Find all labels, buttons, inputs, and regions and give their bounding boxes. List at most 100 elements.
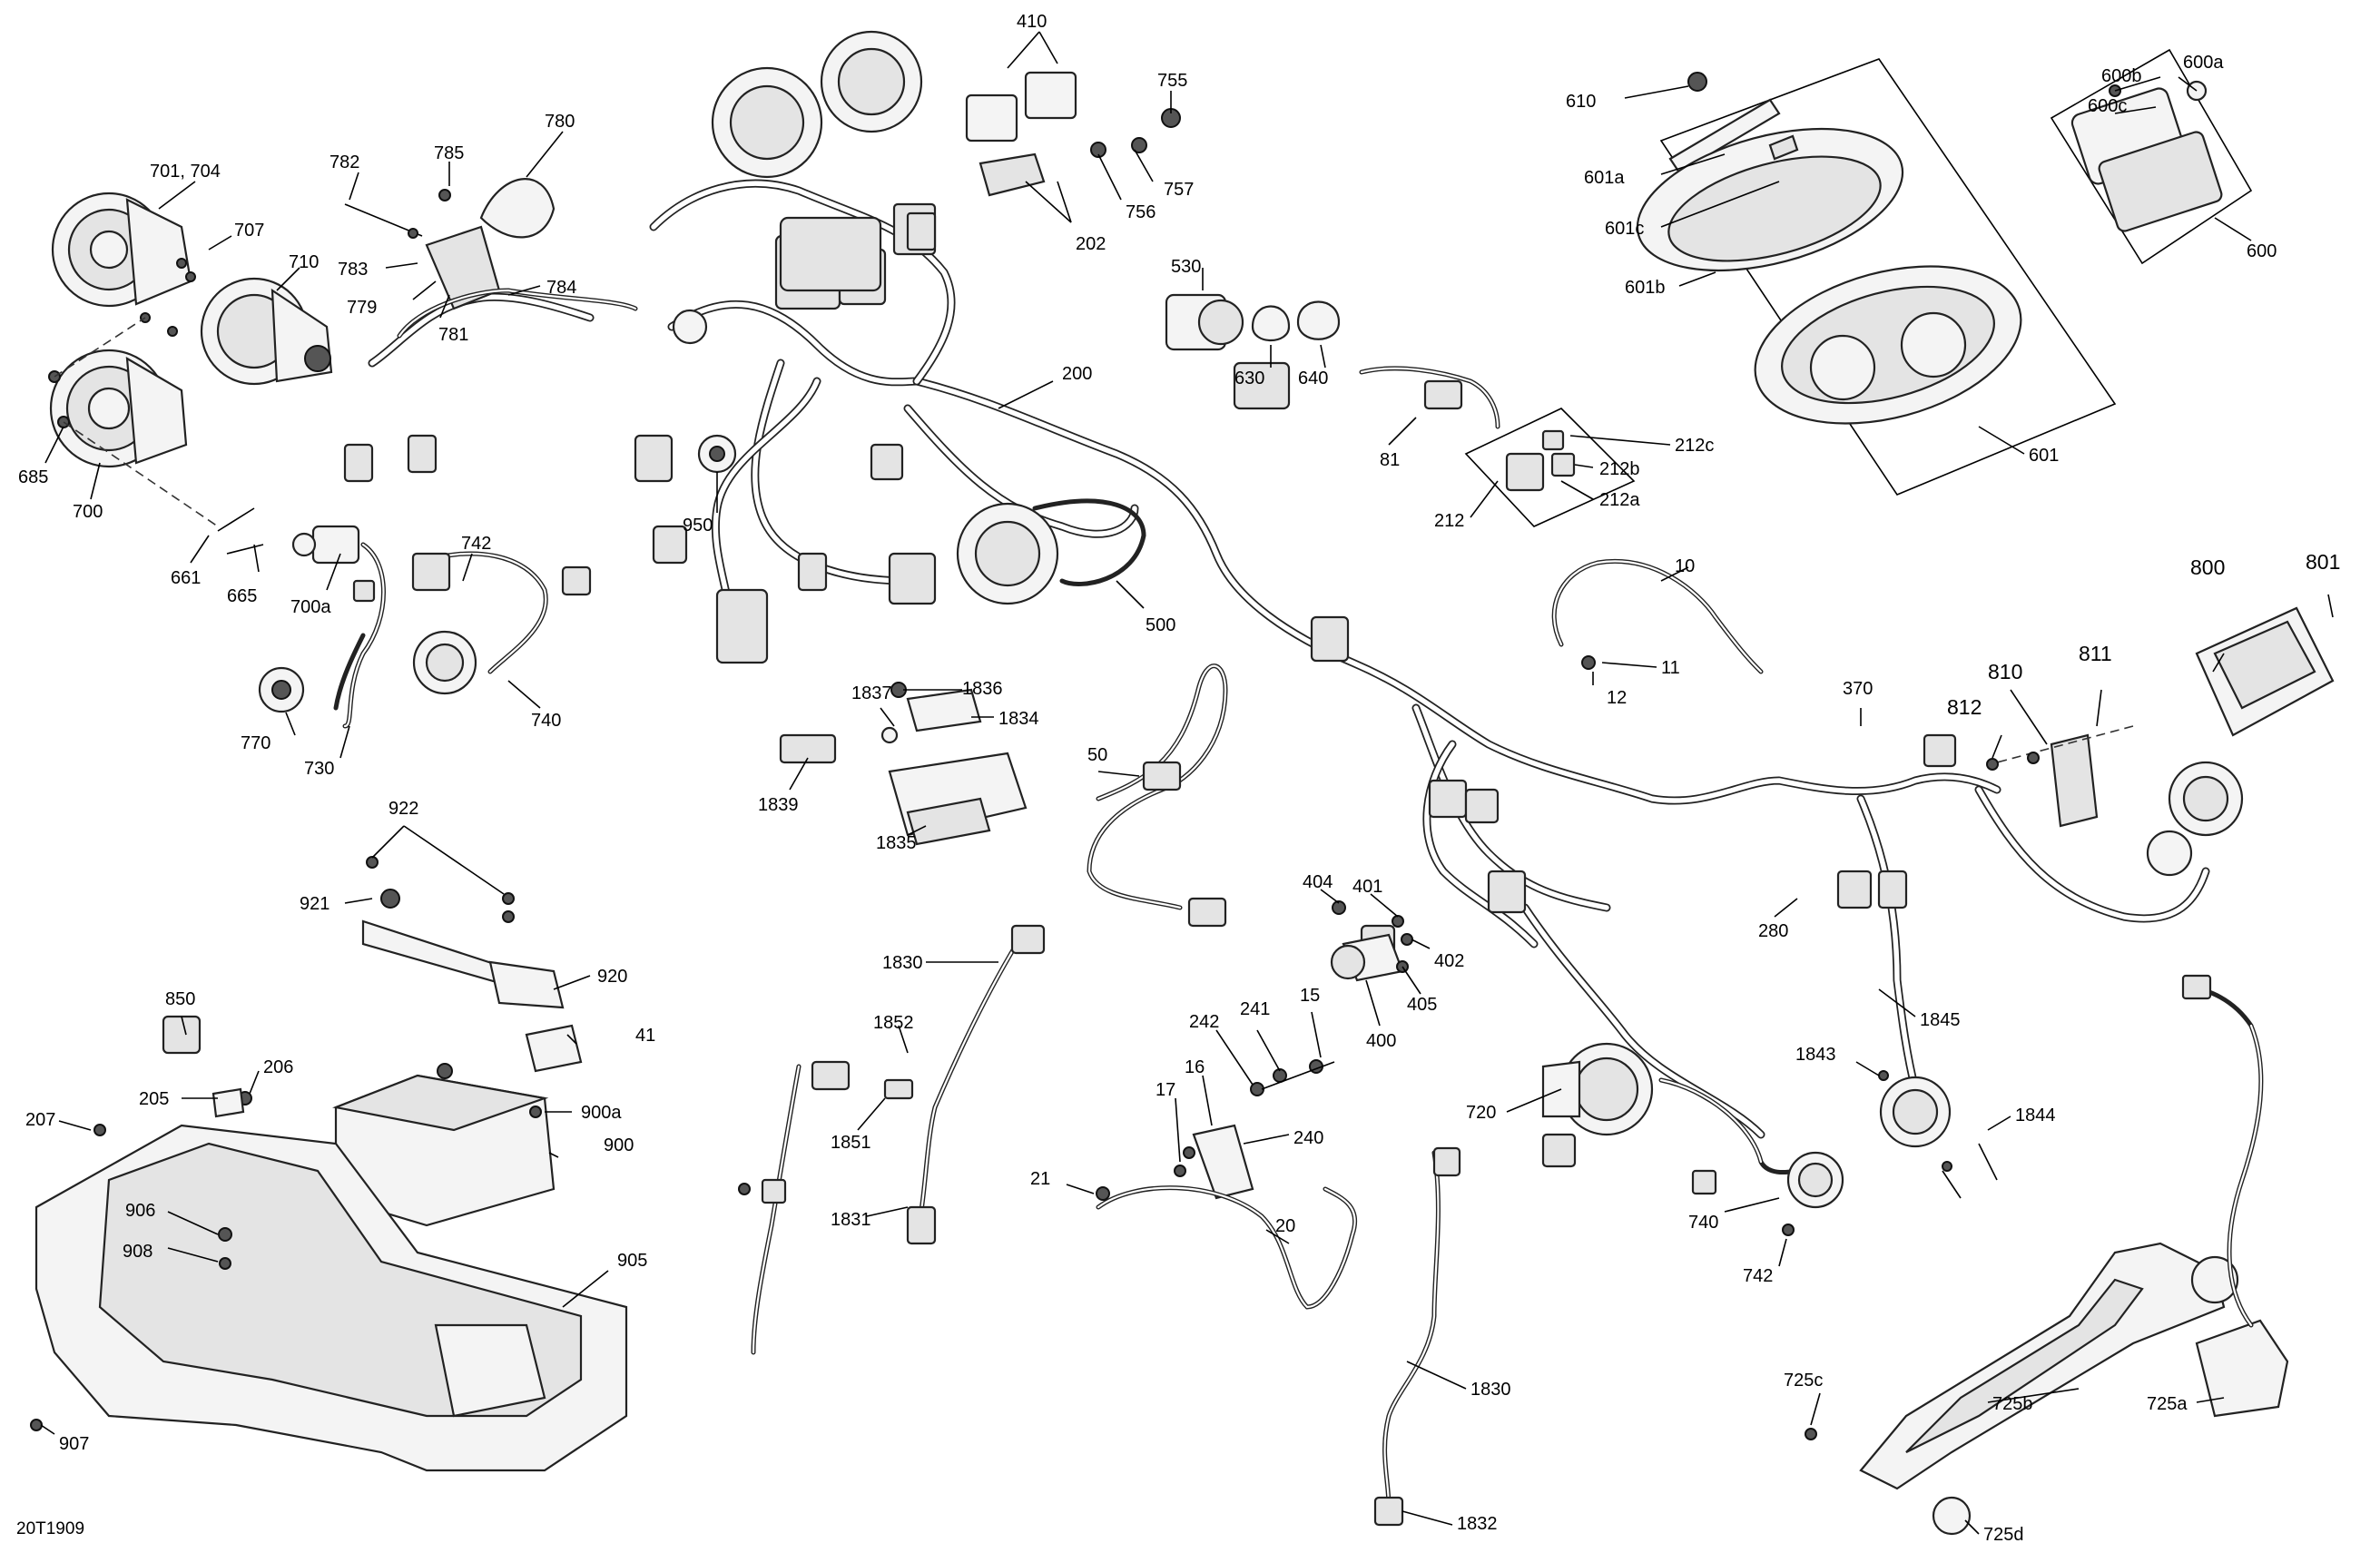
label-784: 784 — [546, 278, 576, 298]
label-212b: 212b — [1599, 459, 1640, 479]
label-1839: 1839 — [758, 795, 799, 815]
label-1844: 1844 — [2015, 1106, 2056, 1125]
label-1845: 1845 — [1920, 1010, 1961, 1030]
label-665: 665 — [227, 586, 257, 606]
label-16: 16 — [1185, 1057, 1205, 1077]
label-921: 921 — [300, 894, 329, 914]
label-725a: 725a — [2147, 1394, 2188, 1414]
harness-connectors — [634, 202, 1957, 968]
battery-tray-905 — [30, 1015, 628, 1472]
label-920: 920 — [597, 967, 627, 987]
wheel-speed-sensor-1830-left — [738, 924, 1046, 1355]
solenoid-400 — [1330, 900, 1413, 982]
label-801: 801 — [2306, 550, 2340, 574]
label-811: 811 — [2079, 642, 2112, 665]
battery-900 — [332, 1024, 583, 1227]
headlight-720 — [1541, 1042, 1818, 1175]
ecu-module-500 — [715, 498, 1146, 664]
label-600c: 600c — [2088, 96, 2127, 116]
headlight-screws — [48, 258, 264, 555]
label-402: 402 — [1434, 951, 1464, 971]
label-685: 685 — [18, 467, 48, 487]
label-779: 779 — [347, 298, 377, 318]
label-630: 630 — [1234, 369, 1264, 388]
label-700: 700 — [73, 502, 103, 522]
voltage-regulator-800 — [1986, 606, 2335, 877]
label-725c: 725c — [1784, 1371, 1823, 1391]
control-module-600 — [2050, 48, 2253, 265]
label-11: 11 — [1661, 658, 1680, 678]
label-725d: 725d — [1983, 1525, 2024, 1543]
label-1834: 1834 — [998, 709, 1039, 729]
label-720: 720 — [1466, 1103, 1496, 1123]
label-600a: 600a — [2183, 53, 2224, 73]
label-1835: 1835 — [876, 833, 917, 853]
label-207: 207 — [25, 1110, 55, 1130]
label-404: 404 — [1303, 872, 1333, 892]
label-242: 242 — [1189, 1012, 1219, 1032]
label-240: 240 — [1293, 1128, 1323, 1148]
label-900: 900 — [604, 1135, 634, 1155]
label-740-bottom: 740 — [1688, 1213, 1718, 1233]
label-740-top: 740 — [531, 711, 561, 731]
headlight-assembly-710 — [200, 277, 333, 386]
sensor-1843 — [1878, 1070, 1998, 1199]
label-742-top: 742 — [461, 534, 491, 554]
label-742-bottom: 742 — [1743, 1266, 1773, 1286]
label-707: 707 — [234, 221, 264, 241]
label-907: 907 — [59, 1434, 89, 1454]
label-212c: 212c — [1675, 436, 1714, 456]
bracket-assembly-780 — [343, 178, 638, 483]
label-810: 810 — [1988, 660, 2022, 683]
instrument-cluster-601 — [1636, 58, 2117, 496]
label-12: 12 — [1607, 688, 1627, 708]
ground-cable-20 — [1096, 1185, 1358, 1310]
label-206: 206 — [263, 1057, 293, 1077]
label-1837: 1837 — [851, 683, 892, 703]
label-410: 410 — [1017, 12, 1047, 32]
brake-switch-assembly-1835 — [779, 682, 1028, 846]
label-370: 370 — [1843, 679, 1873, 699]
label-10: 10 — [1675, 556, 1695, 576]
label-405: 405 — [1407, 995, 1437, 1015]
label-922: 922 — [388, 799, 418, 819]
label-770: 770 — [241, 733, 270, 753]
sensor-cluster-740 — [258, 525, 592, 729]
label-908: 908 — [123, 1242, 152, 1262]
label-600b: 600b — [2101, 66, 2142, 86]
fog-light-740 — [1691, 1151, 1844, 1236]
label-730: 730 — [304, 759, 334, 779]
label-783: 783 — [338, 260, 368, 280]
relay-box-410 — [965, 71, 1181, 197]
label-1830-right: 1830 — [1470, 1380, 1511, 1400]
label-1832: 1832 — [1457, 1514, 1498, 1534]
label-601a: 601a — [1584, 168, 1625, 188]
label-500: 500 — [1146, 615, 1175, 635]
part-number-labels: 410 755 757 756 202 780 785 782 783 779 … — [16, 12, 2340, 1543]
label-850: 850 — [165, 989, 195, 1009]
label-781: 781 — [438, 325, 468, 345]
label-661: 661 — [171, 568, 201, 588]
bracket-240 — [1174, 1059, 1335, 1200]
label-530: 530 — [1171, 257, 1201, 277]
label-241: 241 — [1240, 999, 1270, 1019]
label-640: 640 — [1298, 369, 1328, 388]
label-280: 280 — [1758, 921, 1788, 941]
throttle-bodies — [672, 30, 923, 474]
label-757: 757 — [1164, 180, 1194, 200]
label-1836: 1836 — [962, 679, 1003, 699]
label-900a: 900a — [581, 1103, 622, 1123]
label-601b: 601b — [1625, 278, 1666, 298]
label-785: 785 — [434, 143, 464, 163]
label-1830-left: 1830 — [882, 953, 923, 973]
label-212: 212 — [1434, 511, 1464, 531]
label-725b: 725b — [1992, 1394, 2033, 1414]
label-601c: 601c — [1605, 219, 1644, 239]
label-601: 601 — [2029, 446, 2059, 466]
label-212a: 212a — [1599, 490, 1640, 510]
label-202: 202 — [1076, 234, 1106, 254]
label-205: 205 — [139, 1089, 169, 1109]
battery-hold-down-920 — [361, 856, 565, 1009]
label-41: 41 — [635, 1026, 655, 1046]
